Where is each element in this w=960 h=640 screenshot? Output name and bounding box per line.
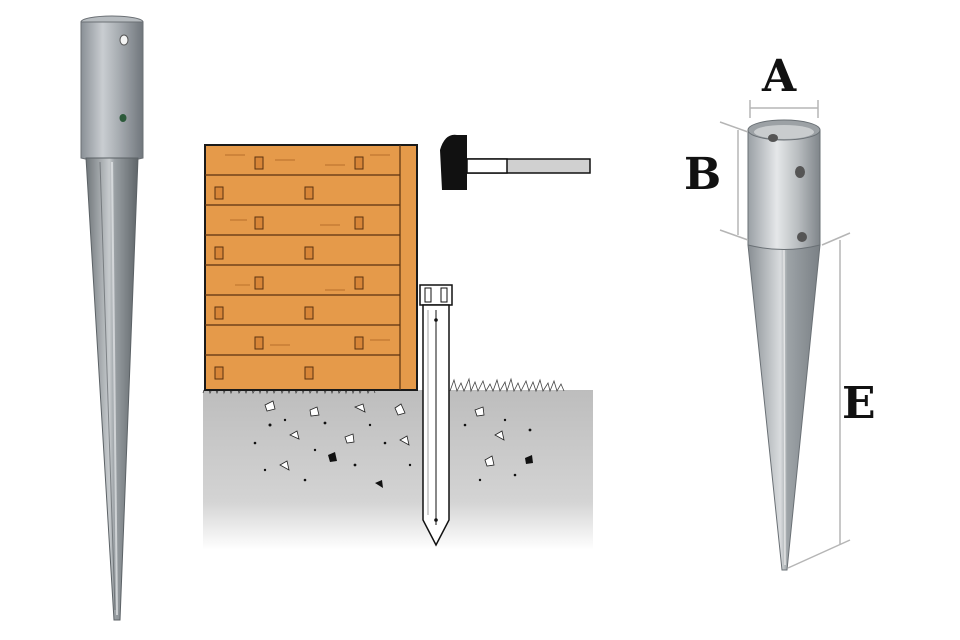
fence-panel [204,144,418,391]
ground-soil [202,377,593,550]
dimension-label-a: A [762,51,797,102]
post-spike-in-ground [419,284,453,547]
post-spike-dimension-drawing [660,40,920,600]
installation-illustration [195,125,605,555]
hammer-icon [440,134,591,190]
dimension-label-e: E [842,378,876,429]
dimension-label-b: B [684,149,722,200]
post-spike-photo [0,0,200,640]
